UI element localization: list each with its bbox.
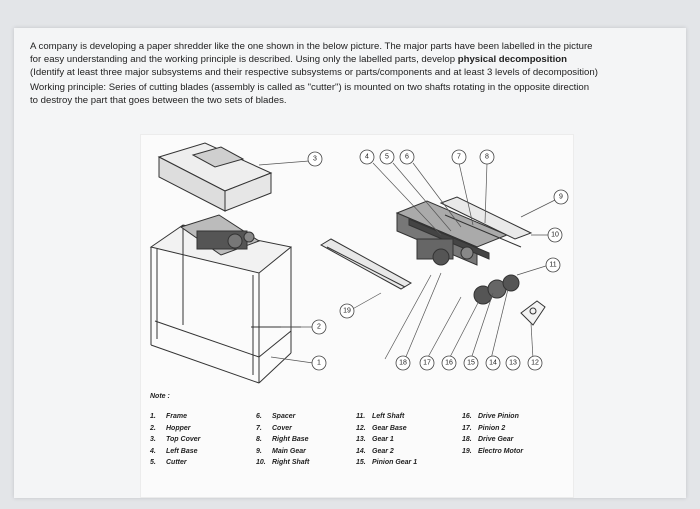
legend-num: 11. [356, 413, 366, 420]
legend-column-2: 6. Spacer 7. Cover 8. Right Base 9. Main Gea… [256, 411, 309, 469]
callout-7: 7 [457, 154, 461, 161]
legend-num: 13. [356, 436, 366, 443]
legend-column-4: 16. Drive Pinion 17. Pinion 2 18. Drive Gea… [462, 411, 523, 457]
gears-drawing [473, 274, 546, 326]
shredder-exploded-drawing: 3 2 1 4 5 6 7 8 9 10 11 12 13 14 15 16 1… [149, 142, 569, 384]
legend-num: 19. [462, 447, 472, 455]
question-text: A company is developing a paper shredder… [30, 40, 680, 107]
legend-item: 19. Electro Motor [462, 446, 523, 458]
legend-name: Pinion Gear 1 [372, 459, 418, 466]
legend-name: Hopper [166, 424, 191, 432]
legend-item: 8. Right Base [256, 434, 309, 446]
callout-14: 14 [489, 360, 497, 367]
legend-item: 4. Left Base [150, 446, 200, 458]
hopper-drawing [157, 142, 273, 212]
legend-num: 3. [150, 436, 156, 443]
legend-num: 18. [462, 436, 472, 443]
legend-num: 2. [150, 424, 156, 432]
callout-15: 15 [467, 360, 475, 367]
legend-name: Cutter [166, 459, 187, 466]
question-line-5: to destroy the part that goes between th… [30, 94, 287, 106]
legend-name: Top Cover [166, 436, 201, 443]
legend-item: 18. Drive Gear [462, 434, 523, 446]
legend-name: Frame [166, 413, 188, 420]
legend-item: 12. Gear Base [356, 423, 417, 435]
legend-column-3: 11. Left Shaft 12. Gear Base 13. Gear 1 14.… [356, 411, 417, 469]
legend-item: 9. Main Gear [256, 446, 309, 458]
callout-5: 5 [385, 154, 389, 161]
shredder-figure: 3 2 1 4 5 6 7 8 9 10 11 12 13 14 15 16 1… [140, 134, 574, 498]
legend-item: 2. Hopper [150, 423, 200, 435]
legend-num: 16. [462, 413, 472, 420]
legend-name: Main Gear [272, 447, 306, 455]
legend-item: 16. Drive Pinion [462, 411, 523, 423]
legend-name: Electro Motor [478, 447, 524, 455]
top-cover-drawing [319, 238, 413, 290]
leader-lines [258, 160, 558, 364]
question-line-1: A company is developing a paper shredder… [30, 41, 593, 52]
legend-name: Left Base [166, 447, 198, 455]
question-line-2-bold: physical decomposition [457, 54, 568, 66]
legend-num: 10. [256, 459, 266, 466]
legend-item: 17. Pinion 2 [462, 423, 523, 435]
callout-1: 1 [317, 360, 321, 367]
question-line-2: for easy understanding and the working p… [30, 53, 680, 66]
callout-4: 4 [365, 154, 369, 161]
legend-item: 14. Gear 2 [356, 446, 417, 458]
legend-num: 14. [356, 447, 366, 455]
legend-name: Drive Pinion [478, 413, 519, 420]
legend-item: 15. Pinion Gear 1 [356, 457, 417, 469]
legend-item: 11. Left Shaft [356, 411, 417, 423]
callout-19: 19 [343, 308, 351, 315]
legend-item: 10. Right Shaft [256, 457, 309, 469]
callout-circles [307, 149, 569, 371]
question-line-4: Working principle: Series of cutting bla… [30, 81, 590, 93]
legend-item: 13. Gear 1 [356, 434, 417, 446]
legend-name: Gear 1 [372, 436, 394, 443]
callout-3: 3 [313, 156, 317, 163]
legend-name: Gear 2 [372, 447, 394, 455]
legend-name: Right Base [272, 436, 309, 443]
legend-item: 7. Cover [256, 423, 309, 435]
callout-12: 12 [531, 360, 539, 367]
legend-num: 15. [356, 459, 366, 466]
legend-name: Spacer [272, 413, 296, 420]
callout-2: 2 [317, 324, 321, 331]
legend-name: Right Shaft [272, 459, 310, 466]
callout-9: 9 [559, 194, 563, 201]
legend-num: 6. [256, 413, 262, 420]
mounted-cutter-drawing [179, 214, 261, 256]
legend-name: Pinion 2 [478, 424, 506, 432]
legend-name: Cover [272, 424, 292, 432]
legend-num: 8. [256, 436, 262, 443]
legend-column-1: 1. Frame 2. Hopper 3. Top Cover 4. Left Base… [150, 411, 200, 469]
legend-item: 1. Frame [150, 411, 200, 423]
callout-8: 8 [485, 154, 489, 161]
callout-13: 13 [509, 360, 517, 367]
legend-num: 4. [150, 447, 156, 455]
legend-name: Gear Base [372, 424, 407, 432]
legend-item: 6. Spacer [256, 411, 309, 423]
legend-num: 7. [256, 424, 262, 432]
callout-6: 6 [405, 154, 409, 161]
legend-num: 5. [150, 459, 156, 466]
note-label: Note : [150, 393, 170, 400]
legend-num: 12. [356, 424, 366, 432]
legend-num: 9. [256, 447, 262, 455]
legend-name: Drive Gear [478, 436, 514, 443]
legend-num: 1. [150, 413, 156, 420]
question-line-3: (Identify at least three major subsystem… [30, 67, 598, 79]
legend-name: Left Shaft [372, 413, 405, 420]
question-line-2-text: for easy understanding and the working p… [30, 54, 458, 66]
callout-16: 16 [445, 360, 453, 367]
legend-num: 17. [462, 424, 472, 432]
callout-10: 10 [551, 232, 559, 239]
callout-18: 18 [399, 360, 407, 367]
cutter-assembly-drawing [395, 196, 533, 266]
legend-item: 5. Cutter [150, 457, 200, 469]
legend-item: 3. Top Cover [150, 434, 200, 446]
callout-11: 11 [549, 262, 556, 269]
callout-17: 17 [423, 360, 431, 367]
